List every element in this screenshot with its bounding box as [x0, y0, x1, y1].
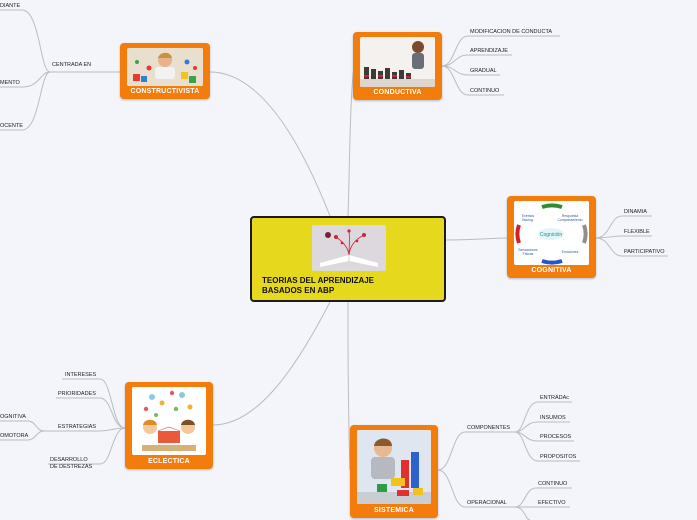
connector-eclectica [212, 301, 331, 426]
connector-sistemica [347, 301, 351, 471]
central-title-line1: TEORIAS DEL APRENDIZAJE [262, 276, 375, 285]
central-illustration [312, 225, 386, 271]
leaf-conductiva-1[interactable]: MODIFICACION DE CONDUCTA [470, 29, 553, 35]
node-constructivista-label: CONSTRUCTIVISTA [130, 88, 200, 95]
leaf-componentes-4[interactable]: PROPOSITOS [540, 454, 577, 460]
leaf-estrategias-1[interactable]: OGNITIVA [0, 414, 26, 420]
leaf-operacional-2[interactable]: EFECTIVO [538, 500, 566, 506]
leaf-constructivista-2[interactable]: MENTO [0, 80, 20, 86]
node-conductiva-label: CONDUCTIVA [373, 89, 422, 96]
cognitiva-center-label: Cognición [540, 232, 562, 238]
connector-constructivista [209, 71, 331, 217]
svg-text:Emociones: Emociones [562, 250, 579, 254]
leaf-estrategias-2[interactable]: OMOTORA [0, 433, 29, 439]
leaf-cognitiva-1[interactable]: DINAMIA [624, 209, 647, 215]
leaf-conductiva-4[interactable]: CONTINUO [470, 88, 500, 94]
leaf-eclectica-desarrollo[interactable]: DESARROLLO [50, 457, 88, 463]
leaf-conductiva-2[interactable]: APRENDIZAJE [470, 48, 508, 54]
leaf-eclectica-intereses[interactable]: INTERESES [65, 372, 97, 378]
node-sistemica-label: SISTEMICA [374, 507, 414, 514]
leaf-componentes-3[interactable]: PROCESOS [540, 434, 572, 440]
central-title-line2: BASADOS EN ABP [262, 286, 335, 295]
leaf-sistemica-operacional[interactable]: OPERACIONAL [467, 500, 507, 506]
leaf-sistemica-componentes[interactable]: COMPONENTES [467, 425, 511, 431]
node-constructivista[interactable]: CONSTRUCTIVISTA [120, 43, 210, 99]
constructivista-photo [127, 48, 203, 86]
leaf-eclectica-prioridades[interactable]: PRIORIDADES [58, 391, 96, 397]
leaf-componentes-2[interactable]: INSUMOS [540, 415, 566, 421]
leaf-centrada-en[interactable]: CENTRADA EN [52, 62, 92, 68]
leaf-componentes-1[interactable]: ENTRADAc [540, 395, 570, 401]
node-cognitiva-label: COGNITIVA [531, 267, 572, 274]
leaf-eclectica-estrategias[interactable]: ESTRATEGIAS [58, 424, 97, 430]
leaf-operacional-1[interactable]: CONTINUO [538, 481, 568, 487]
node-conductiva[interactable]: CONDUCTIVA [353, 32, 442, 100]
node-eclectica-label: ECLECTICA [148, 458, 190, 465]
eclectica-illustration [132, 387, 206, 455]
leaf-eclectica-destrezas[interactable]: DE DESTREZAS [50, 464, 93, 470]
node-sistemica[interactable]: SISTEMICA [350, 425, 438, 518]
connector-cognitiva [445, 237, 509, 241]
leaf-cognitiva-3[interactable]: PARTICIPATIVO [624, 249, 665, 255]
sistemica-photo [357, 430, 431, 504]
leaf-constructivista-1[interactable]: DIANTE [0, 3, 21, 9]
node-eclectica[interactable]: ECLECTICA [125, 382, 213, 469]
central-topic[interactable]: TEORIAS DEL APRENDIZAJE BASADOS EN ABP [250, 216, 446, 302]
conductiva-photo [360, 37, 435, 87]
connector-conductiva [347, 65, 355, 217]
leaf-constructivista-3[interactable]: OCENTE [0, 123, 23, 129]
leaf-cognitiva-2[interactable]: FLEXIBLE [624, 229, 650, 235]
leaf-conductiva-3[interactable]: GRADUAL [470, 68, 497, 74]
